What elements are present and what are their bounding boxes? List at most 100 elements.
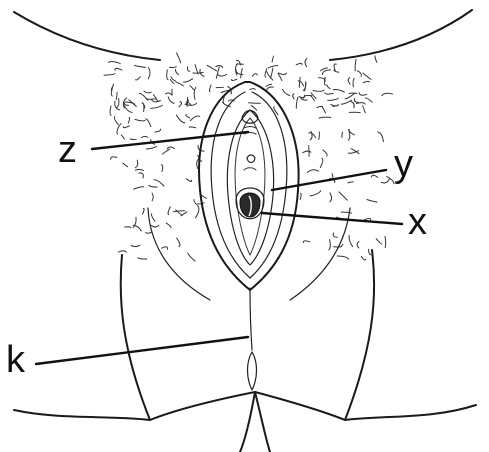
hair-stroke	[341, 131, 343, 138]
hair-stroke	[160, 164, 164, 172]
opening-highlight	[248, 195, 252, 217]
hair-stroke	[161, 148, 171, 155]
hair-stroke	[350, 148, 360, 155]
hair-stroke	[265, 83, 273, 87]
hair-stroke	[333, 69, 340, 73]
hair-stroke	[186, 66, 191, 72]
hair-stroke	[338, 191, 348, 201]
hair-stroke	[153, 179, 165, 187]
anus	[246, 351, 258, 391]
hair-stroke	[240, 68, 243, 79]
hair-stroke	[347, 181, 354, 184]
hair-stroke	[356, 70, 362, 77]
hair-stroke	[124, 101, 136, 105]
hair-stroke	[336, 255, 350, 260]
hair-stroke	[321, 69, 332, 76]
hair-stroke	[199, 68, 205, 77]
labia-fold-right	[249, 91, 288, 279]
hair-stroke	[194, 64, 199, 75]
hair-stroke	[154, 128, 162, 133]
clitoris-detail	[243, 126, 257, 129]
hair-stroke	[167, 96, 175, 104]
hair-stroke	[318, 77, 326, 82]
hair-stroke	[137, 257, 148, 260]
hair-stroke	[113, 116, 119, 126]
hair-stroke	[348, 234, 354, 248]
hair-stroke	[306, 169, 320, 173]
hair-stroke	[265, 86, 274, 92]
right-crease	[289, 207, 351, 301]
hair-stroke	[364, 97, 373, 103]
clitoral-hood	[241, 109, 259, 124]
hair-stroke	[353, 98, 359, 103]
hair-stroke	[319, 157, 324, 168]
hair-stroke	[188, 126, 197, 129]
hair-stroke	[186, 178, 193, 182]
hair-stroke	[169, 79, 175, 84]
hair-stroke	[320, 67, 328, 72]
hair-stroke	[269, 67, 274, 79]
hair-stroke	[150, 213, 156, 222]
hair-stroke	[356, 241, 360, 249]
hair-stroke	[250, 105, 258, 111]
hair-stroke	[222, 101, 231, 108]
labia-majora	[198, 81, 300, 291]
hair-stroke	[227, 86, 232, 95]
hair-stroke	[197, 144, 205, 152]
hair-stroke	[107, 61, 121, 65]
labia-minora-outline	[226, 109, 275, 266]
urethra-shape	[246, 154, 256, 164]
hair-stroke	[193, 199, 199, 207]
hair-stroke	[344, 92, 356, 100]
hair-stroke	[302, 150, 312, 154]
perineal-raphe	[249, 287, 253, 351]
gluteal-cleft-line	[239, 391, 256, 452]
hair-stroke	[249, 88, 256, 91]
hair-stroke	[118, 250, 127, 253]
clitoris-detail-2	[243, 132, 257, 135]
hair-stroke	[134, 118, 146, 122]
hair-stroke	[324, 92, 334, 95]
pubic-hair	[103, 52, 395, 262]
hair-stroke	[152, 94, 158, 102]
hair-stroke	[134, 168, 145, 171]
hair-stroke	[133, 186, 145, 190]
hair-stroke	[332, 232, 338, 238]
left-crease	[147, 207, 211, 301]
hair-stroke	[187, 252, 196, 262]
hair-stroke	[185, 96, 189, 105]
label-k: k	[6, 339, 26, 381]
labia-fold-left	[210, 91, 251, 279]
hair-stroke	[166, 146, 175, 150]
hair-stroke	[110, 87, 113, 97]
hair-stroke	[236, 59, 241, 66]
hair-stroke	[277, 72, 287, 75]
hair-stroke	[300, 97, 308, 101]
hair-stroke	[302, 81, 307, 92]
hair-stroke	[217, 73, 228, 77]
hair-stroke	[358, 92, 368, 96]
hair-stroke	[122, 125, 130, 129]
hair-stroke	[176, 237, 181, 247]
hair-stroke	[298, 76, 301, 88]
hair-stroke	[142, 208, 145, 215]
hair-stroke	[266, 71, 274, 81]
hair-stroke	[273, 106, 279, 116]
labia-majora-outline	[198, 81, 300, 291]
hair-stroke	[145, 231, 152, 234]
hair-stroke	[165, 222, 172, 229]
right-thigh-line	[254, 249, 376, 421]
hair-stroke	[147, 67, 151, 80]
urethral-opening	[243, 154, 257, 171]
hair-stroke	[295, 96, 299, 109]
hair-stroke	[128, 116, 131, 124]
label-x: x	[408, 201, 427, 243]
left-groin-line	[13, 11, 161, 61]
hair-stroke	[321, 105, 326, 114]
hair-stroke	[138, 172, 144, 179]
label-z: z	[58, 129, 77, 171]
label-y: y	[394, 143, 413, 185]
hair-stroke	[189, 115, 201, 122]
labia-minora-inner-left	[234, 117, 251, 256]
